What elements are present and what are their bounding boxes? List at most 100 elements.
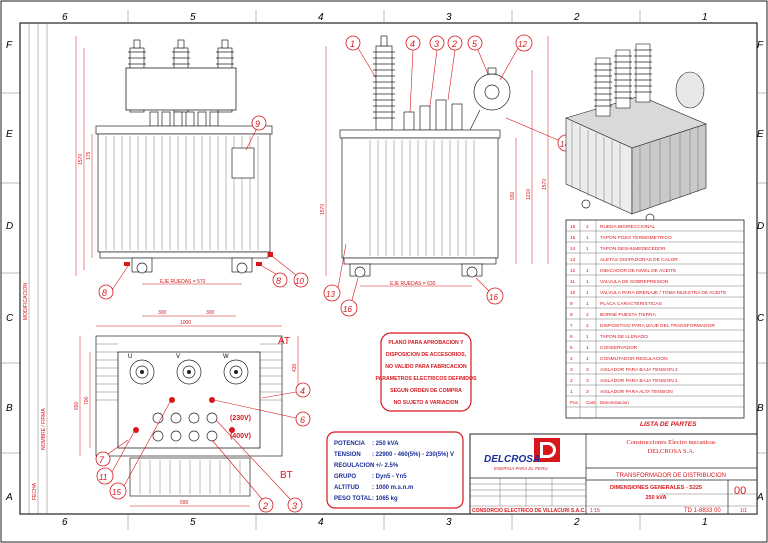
front-callout-8b: 8 bbox=[261, 265, 288, 288]
side-callout-5: 5 bbox=[467, 35, 489, 75]
parts-cell-item: 3 bbox=[570, 367, 573, 373]
side-callout-16a: 16 bbox=[340, 277, 359, 317]
tank-cover bbox=[95, 125, 273, 135]
grid-row-b-right: B bbox=[757, 403, 764, 414]
note-line-6: NO SUJETO A VARIACION bbox=[394, 400, 459, 406]
top-dim-depth: 700 bbox=[84, 396, 90, 405]
top-view-hv-bushings bbox=[129, 359, 249, 385]
note-line-4: PARAMETROS ELECTRICOS DEFINIDOS bbox=[375, 376, 477, 382]
spec-value-altitud: : 1000 m.s.n.m bbox=[372, 485, 413, 491]
side-callout-1: 1 bbox=[345, 35, 377, 79]
grid-row-d-right: D bbox=[757, 221, 764, 232]
grid-col-5-bottom: 5 bbox=[190, 517, 196, 528]
side-tank-cover bbox=[339, 129, 501, 139]
note-line-2: DISPOSICION DE ACCESORIOS, bbox=[386, 352, 467, 358]
phase-u: U bbox=[128, 354, 132, 360]
callout-6-label: 6 bbox=[300, 415, 305, 425]
grid-row-d: D bbox=[6, 221, 13, 232]
parts-cell-desc: AISLADOR PARA ALTA TENSION bbox=[600, 389, 673, 395]
grid-row-c: C bbox=[6, 313, 14, 324]
lv-label-230: (230V) bbox=[230, 415, 251, 422]
top-callout-6: 6 bbox=[213, 399, 311, 427]
company-line1: Construcciones Electro mecanicas bbox=[626, 439, 716, 446]
side-tank-base bbox=[343, 257, 497, 265]
top-callout-7: 7 bbox=[95, 439, 129, 467]
sheet-number: 1/1 bbox=[740, 508, 747, 514]
top-dim-width: 1000 bbox=[180, 320, 191, 326]
parts-cell-qty: 1 bbox=[586, 268, 589, 274]
side-wheels bbox=[349, 263, 483, 278]
grid-col-2-bottom: 2 bbox=[573, 517, 580, 528]
isometric-view bbox=[565, 43, 707, 223]
grid-row-a: A bbox=[5, 492, 13, 503]
lv-label-400: (400V) bbox=[230, 433, 251, 440]
rev-label-nombre: NOMBRE / FIRMA bbox=[41, 408, 47, 450]
parts-cell-qty: 2 bbox=[586, 323, 589, 329]
top-callout-11: 11 bbox=[96, 431, 135, 485]
callout-12-label: 12 bbox=[518, 40, 527, 49]
note-line-1: PLANO PARA APROBACION Y bbox=[388, 340, 464, 346]
drawing-scale: 1:15 bbox=[590, 508, 600, 514]
note-line-3: NO VALIDO PARA FABRICACION bbox=[385, 364, 467, 370]
parts-cell-qty: 2 bbox=[586, 312, 589, 318]
parts-header-item: Pos. bbox=[570, 400, 579, 405]
parts-cell-qty: 1 bbox=[586, 356, 589, 362]
grid-col-1-bottom: 1 bbox=[702, 517, 708, 528]
parts-cell-qty: 1 bbox=[586, 290, 589, 296]
side-dim-a: 930 bbox=[510, 191, 516, 200]
callout-3-label: 3 bbox=[434, 39, 439, 49]
hv-bushing-plate bbox=[125, 67, 237, 111]
parts-cell-item: 14 bbox=[570, 246, 576, 252]
callout-1-label: 1 bbox=[350, 39, 355, 49]
front-view: EJE RUEDAS = 570 1570 175 8 9 8 10 bbox=[75, 36, 309, 300]
front-red-marks bbox=[124, 252, 273, 266]
revision-number: 00 bbox=[734, 485, 746, 497]
callout-14-label: 14 bbox=[560, 140, 569, 149]
grid-col-6: 6 bbox=[62, 12, 68, 23]
nameplate bbox=[231, 147, 255, 179]
parts-cell-desc: CONMUTADOR REGULACION bbox=[600, 356, 668, 362]
parts-cell-item: 13 bbox=[570, 257, 576, 263]
revision-strip: MODIFICACION FECHA NOMBRE / FIRMA bbox=[23, 23, 48, 514]
parts-cell-item: 7 bbox=[570, 323, 573, 329]
logo-text: DELCROSA bbox=[484, 454, 540, 465]
spec-label-altitud: ALTITUD bbox=[334, 485, 360, 491]
grid-row-labels-right: F E D C B A bbox=[756, 40, 765, 503]
front-callout-10: 10 bbox=[271, 255, 309, 288]
side-callout-3: 3 bbox=[429, 35, 445, 107]
top-callout-2: 2 bbox=[211, 439, 274, 513]
parts-cell-desc: VALVULA DE SOBREPRESION bbox=[600, 279, 669, 285]
parts-cell-item: 2 bbox=[570, 378, 573, 384]
parts-cell-desc: ALETAS DISIPADORAS DE CALOR bbox=[600, 257, 678, 263]
grid-row-labels-left: F E D C B A bbox=[5, 40, 14, 503]
side-callout-12: 12 bbox=[499, 34, 533, 81]
front-wheels bbox=[131, 257, 253, 274]
side-lv-bushings bbox=[403, 99, 463, 131]
callout-2-top-label: 2 bbox=[262, 501, 268, 511]
top-view-red-marks bbox=[133, 397, 235, 433]
grid-row-f: F bbox=[6, 40, 13, 51]
parts-cell-item: 10 bbox=[570, 290, 576, 296]
parts-cell-item: 15 bbox=[570, 235, 576, 241]
top-callout-15: 15 bbox=[109, 401, 171, 500]
callout-10-label: 10 bbox=[295, 277, 304, 286]
parts-header-qty: Cant. bbox=[586, 400, 597, 405]
phase-v: V bbox=[176, 354, 180, 360]
parts-cell-desc: BORNE PUESTA TIERRA bbox=[600, 312, 657, 318]
parts-cell-desc: TAPON DE LLENADO bbox=[600, 334, 648, 340]
grid-col-5: 5 bbox=[190, 12, 196, 23]
front-callout-9: 9 bbox=[245, 115, 267, 151]
side-dim-total: 1570 bbox=[542, 179, 548, 190]
top-dim-right: 430 bbox=[292, 363, 298, 372]
title-block: DELCROSA ENERGIA PARA EL PERU Construcci… bbox=[469, 433, 758, 515]
parts-cell-qty: 1 bbox=[586, 345, 589, 351]
parts-cell-item: 1 bbox=[570, 389, 573, 395]
parts-cell-desc: AISLADOR PARA BAJA TENSION 1 bbox=[600, 378, 678, 384]
parts-cell-item: 8 bbox=[570, 312, 573, 318]
callout-16b-label: 16 bbox=[489, 293, 498, 302]
label-bt: BT bbox=[280, 470, 293, 481]
side-callout-4: 4 bbox=[405, 35, 421, 113]
top-dim-b: 300 bbox=[206, 310, 215, 316]
